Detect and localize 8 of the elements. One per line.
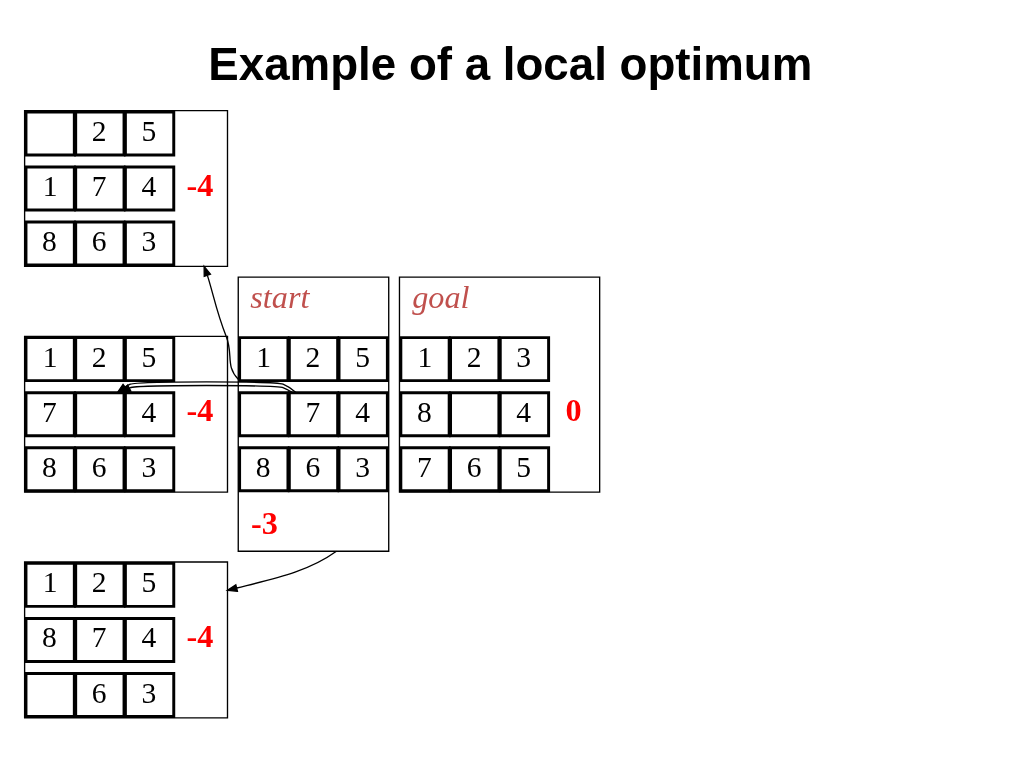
- node-label: 0: [565, 392, 582, 429]
- node-label: -4: [186, 392, 214, 429]
- node-label: -4: [186, 166, 214, 203]
- node-label: -4: [186, 617, 214, 654]
- node-label: start: [250, 279, 310, 316]
- node-label: -3: [251, 505, 278, 542]
- node-label: goal: [412, 279, 470, 316]
- diagram-title: Example of a local optimum: [208, 38, 813, 90]
